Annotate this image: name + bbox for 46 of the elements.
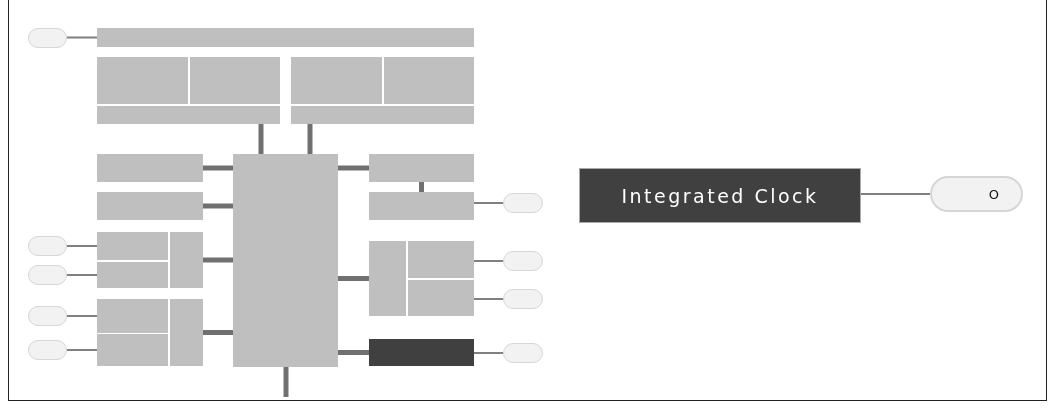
module-bar	[97, 28, 474, 47]
module-block	[97, 232, 168, 260]
bus-line	[338, 276, 369, 281]
bus-line	[283, 367, 289, 397]
connector-line	[861, 193, 930, 195]
connector-line	[67, 274, 97, 276]
module-block	[369, 154, 474, 182]
module-block	[97, 334, 168, 366]
module-block	[233, 154, 338, 367]
module-block	[369, 192, 474, 220]
connector-line	[474, 298, 503, 300]
callout-box	[579, 168, 861, 223]
bus-line	[203, 165, 233, 171]
pin-label: O	[988, 186, 999, 202]
connector-line	[67, 315, 97, 317]
module-bar	[291, 106, 474, 124]
highlighted-block	[369, 339, 474, 366]
connector-line	[67, 245, 97, 247]
connector-line	[474, 260, 503, 262]
bus-line	[307, 124, 313, 154]
module-block	[190, 57, 280, 104]
module-block	[170, 299, 203, 366]
module-block	[291, 57, 382, 104]
module-block	[97, 262, 168, 288]
bus-line	[338, 350, 369, 355]
callout-label: Integrated Clock	[621, 184, 819, 207]
bus-line	[203, 257, 233, 263]
module-block	[97, 192, 203, 220]
bus-line	[419, 182, 424, 192]
module-block	[408, 280, 474, 316]
connector-line	[67, 349, 97, 351]
module-block	[408, 241, 474, 278]
bus-line	[203, 330, 233, 335]
module-block	[369, 241, 406, 316]
bus-line	[203, 203, 233, 209]
module-block	[384, 57, 474, 104]
module-bar	[97, 106, 280, 124]
bus-line	[258, 124, 264, 154]
module-block	[170, 232, 203, 288]
connector-line	[474, 202, 503, 204]
connector-line	[474, 352, 503, 354]
bus-line	[338, 165, 369, 171]
connector-line	[67, 36, 97, 39]
module-block	[97, 57, 188, 104]
module-block	[97, 154, 203, 182]
module-block	[97, 299, 168, 333]
